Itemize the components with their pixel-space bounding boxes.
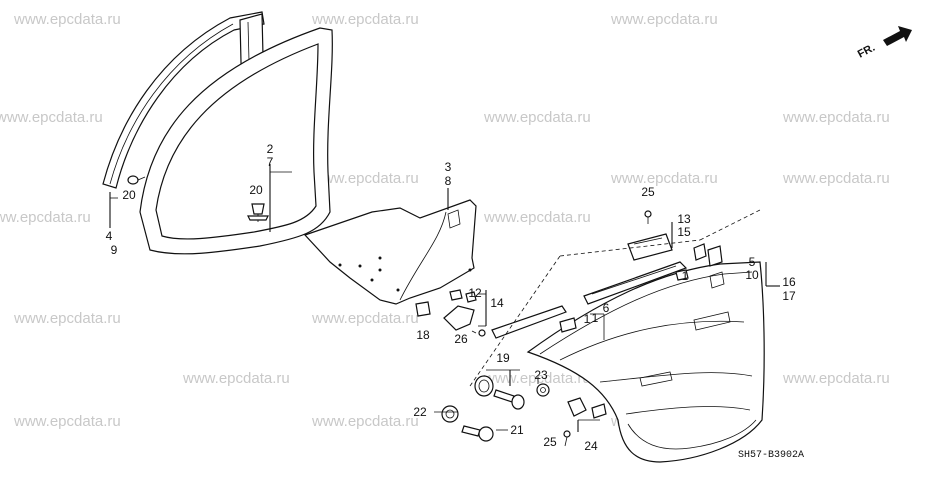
phantom-line [699, 209, 761, 241]
front-arrow-icon [883, 26, 912, 46]
screw-part [461, 425, 494, 442]
diagram-code: SH57-B3902A [738, 450, 804, 461]
watermark: www.epcdata.ru [311, 310, 419, 327]
inner-weatherstrip-part [491, 261, 688, 339]
callout-number: 21 [510, 423, 524, 437]
phantom-line [469, 255, 561, 387]
callout-number: 1 [682, 269, 689, 283]
callout-number: 4 [106, 229, 113, 243]
callout-number: 25 [543, 435, 557, 449]
callout-number: 16 [782, 275, 796, 289]
watermark: www.epcdata.ru [311, 413, 419, 430]
front-label: FR. [856, 42, 877, 61]
callout-number: 22 [413, 405, 427, 419]
handle-bracket-part [567, 397, 607, 419]
watermark: www.epcdata.ru [610, 11, 718, 28]
watermark: www.epcdata.ru [782, 109, 890, 126]
callout-number: 24 [584, 439, 598, 453]
clip-part [127, 175, 146, 185]
clip-part [247, 203, 269, 222]
callout-number: 26 [454, 332, 468, 346]
watermark: www.epcdata.ru [13, 11, 121, 28]
clip-part [559, 243, 723, 333]
callout-number: 20 [249, 183, 263, 197]
watermark: www.epcdata.ru [0, 209, 91, 226]
callout-number: 19 [496, 351, 510, 365]
cap-part [441, 405, 459, 423]
callout-number: 13 [677, 212, 691, 226]
power-window-switch-part [627, 233, 673, 261]
clip-part [415, 301, 431, 317]
protector-sheet-part [303, 199, 477, 305]
watermark: www.epcdata.ru [13, 413, 121, 430]
callout-number: 10 [745, 268, 759, 282]
nut-part [536, 383, 550, 397]
watermark: www.epcdata.ru [483, 209, 591, 226]
callout-number: 7 [267, 155, 274, 169]
callout-number: 8 [445, 174, 452, 188]
callout-number: 5 [749, 255, 756, 269]
screw-part [493, 389, 525, 410]
phantom-line [559, 239, 701, 257]
front-direction-indicator: FR. [856, 26, 912, 61]
watermark: www.epcdata.ru [483, 109, 591, 126]
weatherstrip-part [139, 27, 333, 255]
watermark: www.epcdata.ru [182, 370, 290, 387]
callout-number: 1 [584, 312, 591, 326]
callout-number: 9 [111, 243, 118, 257]
watermark: www.epcdata.ru [311, 11, 419, 28]
callout-number: 23 [534, 368, 548, 382]
watermark: www.epcdata.ru [0, 109, 103, 126]
watermark: www.epcdata.ru [13, 310, 121, 327]
callout-number: 25 [641, 185, 655, 199]
screw-part [471, 329, 486, 337]
callout-number: 20 [122, 188, 136, 202]
callout-number: 6 [603, 301, 610, 315]
watermark: www.epcdata.ru [782, 370, 890, 387]
door-lining-panel-part [526, 261, 765, 463]
callouts: 4 9 20 2 7 20 3 8 25 13 15 5 10 16 17 12… [106, 142, 796, 453]
callout-number: 2 [267, 142, 274, 156]
watermark: www.epcdata.ru [311, 170, 419, 187]
callout-number: 17 [782, 289, 796, 303]
callout-number: 15 [677, 225, 691, 239]
callout-number: 12 [468, 286, 482, 300]
screw-part [563, 430, 571, 447]
watermark: www.epcdata.ru [610, 170, 718, 187]
bracket-part [443, 289, 477, 331]
callout-number: 18 [416, 328, 430, 342]
callout-number: 14 [490, 296, 504, 310]
screw-part [644, 210, 652, 224]
callout-number: 1 [592, 311, 599, 325]
watermark: www.epcdata.ru [782, 170, 890, 187]
callout-number: 3 [445, 160, 452, 174]
grommet-part [474, 375, 494, 397]
